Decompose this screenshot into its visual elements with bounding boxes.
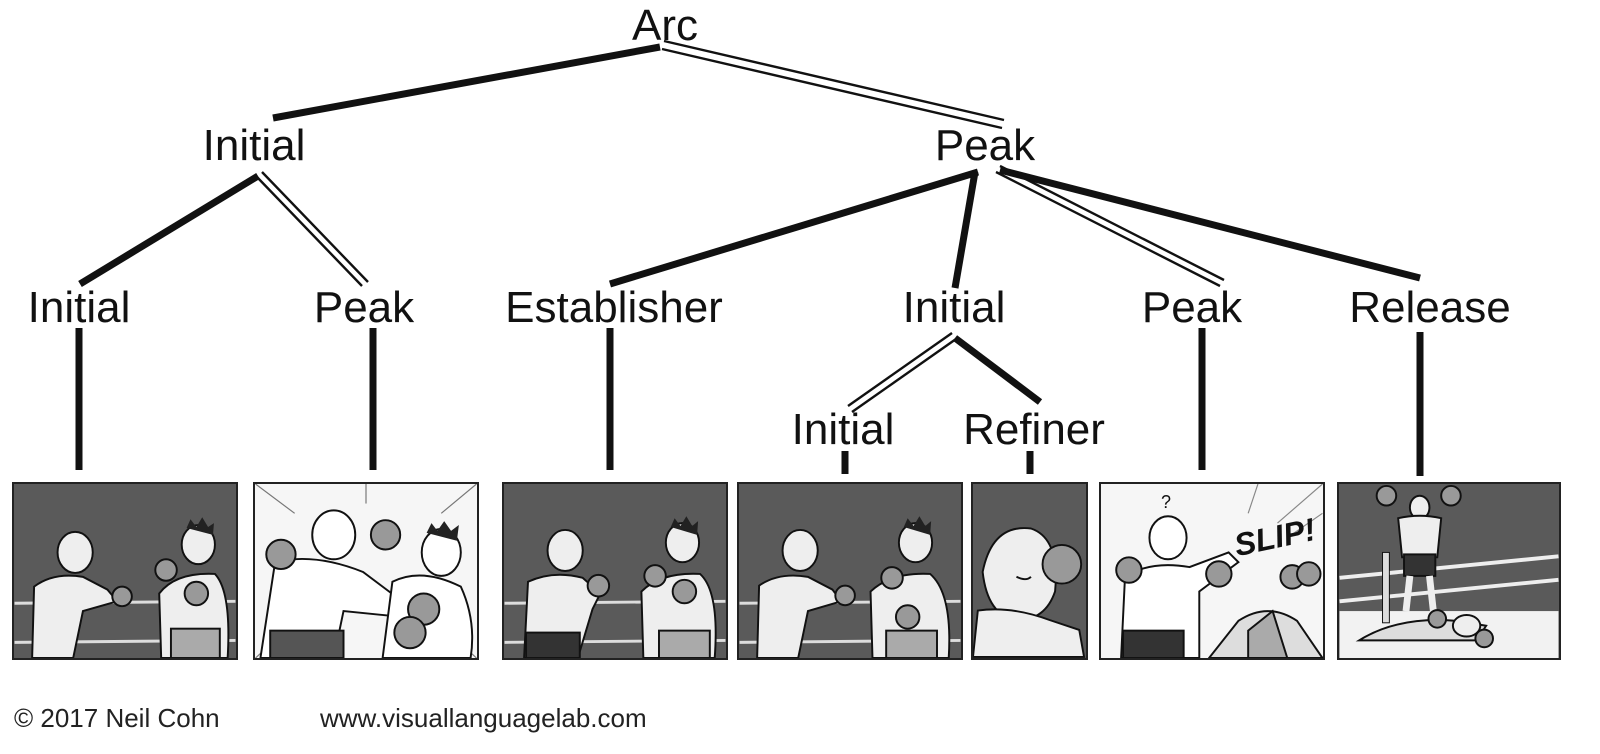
node-peak-l2a: Peak bbox=[313, 283, 415, 332]
boxers-facing-illustration bbox=[14, 517, 236, 658]
edge-arc-initial bbox=[272, 43, 661, 122]
punch-impact-illustration bbox=[255, 484, 477, 658]
edge-initial-initial2-b bbox=[851, 338, 957, 413]
victory-knockout-illustration bbox=[1339, 484, 1559, 658]
comic-panel-7 bbox=[1337, 482, 1561, 660]
node-initial-l1: Initial bbox=[202, 121, 306, 170]
node-peak-l2b: Peak bbox=[1141, 283, 1243, 332]
slip-punch-illustration bbox=[1115, 484, 1323, 658]
question-mark: ? bbox=[1161, 492, 1172, 512]
node-establisher: Establisher bbox=[505, 283, 723, 332]
comic-panel-5 bbox=[971, 482, 1088, 660]
node-initial-l2b: Initial bbox=[902, 283, 1006, 332]
website-link[interactable]: www.visuallanguagelab.com bbox=[320, 703, 647, 733]
edge-peak-initial bbox=[951, 171, 979, 289]
edge-initial-peak-b bbox=[255, 175, 363, 287]
node-initial-l2: Initial bbox=[27, 283, 131, 332]
edge-initial-peak-a bbox=[261, 171, 369, 283]
comic-panel-3 bbox=[502, 482, 728, 660]
copyright-text: © 2017 Neil Cohn bbox=[14, 703, 220, 733]
edge-arc-peak-a bbox=[663, 39, 1005, 122]
comic-panel-6: ? SLIP! bbox=[1099, 482, 1325, 660]
edge-peak-release bbox=[999, 166, 1421, 282]
edge-peak-peak-b bbox=[995, 170, 1221, 288]
edge-arc-peak-b bbox=[661, 47, 1003, 130]
edge-initial-refiner bbox=[952, 335, 1043, 405]
boxers-initial-illustration bbox=[739, 516, 961, 658]
node-arc: Arc bbox=[632, 1, 698, 50]
node-release: Release bbox=[1349, 283, 1511, 332]
boxer-closeup-illustration bbox=[973, 527, 1086, 658]
node-refiner: Refiner bbox=[963, 405, 1105, 454]
edge-initial-initial bbox=[78, 173, 260, 287]
boxers-establisher-illustration bbox=[504, 516, 726, 658]
node-peak-l1: Peak bbox=[934, 121, 1036, 170]
comic-panel-2 bbox=[253, 482, 479, 660]
edge-peak-establisher bbox=[608, 168, 980, 288]
node-initial-l3: Initial bbox=[791, 405, 895, 454]
edge-peak-peak-a bbox=[999, 164, 1225, 282]
comic-panel-1 bbox=[12, 482, 238, 660]
comic-panel-4 bbox=[737, 482, 963, 660]
edge-initial-initial2-a bbox=[847, 332, 953, 407]
